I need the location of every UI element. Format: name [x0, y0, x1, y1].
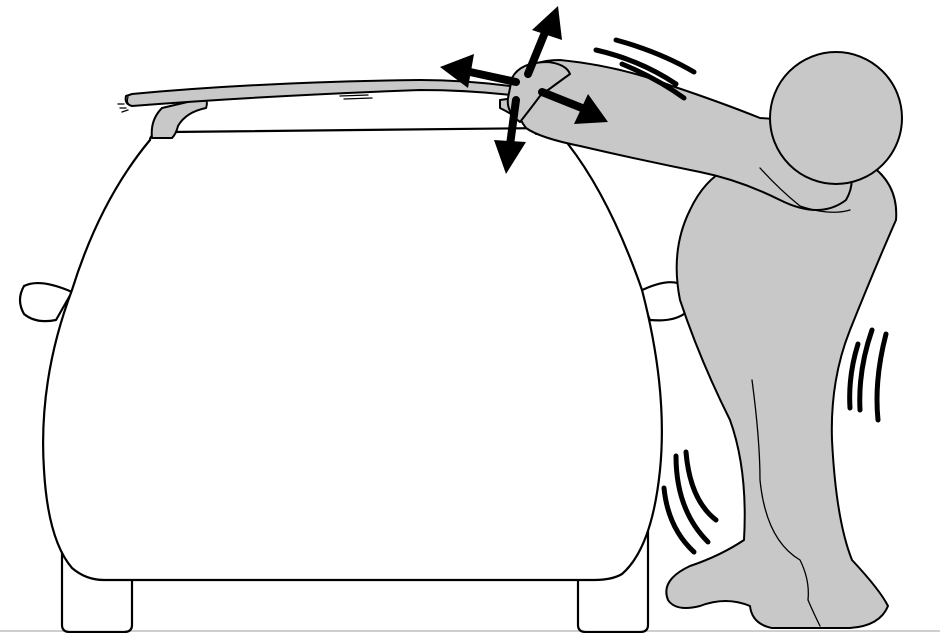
- roof-rail-end-lines: [118, 104, 128, 112]
- car: [20, 128, 688, 632]
- arrow-left-shaft: [470, 72, 516, 82]
- car-body: [43, 128, 662, 580]
- shake-marks-back: [850, 330, 886, 420]
- shake-marks-leg: [664, 452, 716, 552]
- person-head: [770, 52, 902, 184]
- roof-rail-mark: [340, 95, 372, 99]
- arrow-up-icon: [532, 6, 562, 40]
